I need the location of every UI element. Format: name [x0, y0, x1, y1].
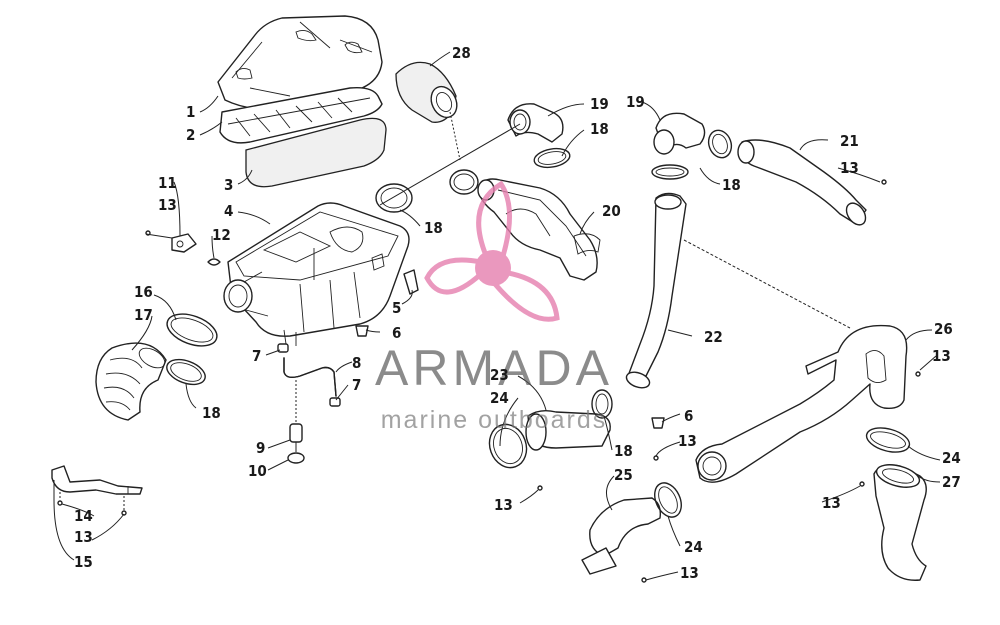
- part-grommet-6a: [355, 325, 369, 337]
- part-tube-22: [625, 192, 687, 389]
- callout-18b: 18: [424, 219, 443, 237]
- part-long-duct: [695, 324, 908, 483]
- part-clamp-18a: [166, 358, 206, 386]
- part-grommet-6b: [651, 417, 665, 429]
- callout-2: 2: [186, 126, 195, 144]
- callout-17: 17: [134, 306, 153, 324]
- callout-19b: 19: [626, 93, 645, 111]
- part-clamp-18f: [651, 164, 689, 180]
- callout-18a: 18: [202, 404, 221, 422]
- callout-18d: 18: [722, 176, 741, 194]
- callout-3: 3: [224, 176, 233, 194]
- part-clamp-18d: [449, 169, 479, 195]
- propeller-icon: [424, 180, 560, 322]
- part-foam-filter: [245, 117, 387, 188]
- propeller-blade: [491, 269, 560, 322]
- callout-1: 1: [186, 103, 195, 121]
- part-clamp-18b: [533, 147, 571, 169]
- callout-20: 20: [602, 202, 621, 220]
- part-fitting-11: [145, 233, 197, 253]
- part-clip-5: [403, 269, 419, 295]
- callout-13d: 13: [494, 496, 513, 514]
- propeller-hub: [475, 250, 511, 286]
- callout-27: 27: [942, 473, 961, 491]
- callout-24b: 24: [684, 538, 703, 556]
- part-clamp-7b: [329, 397, 341, 407]
- part-elbow-19a: [507, 103, 564, 143]
- callout-13a: 13: [158, 196, 177, 214]
- callout-15: 15: [74, 553, 93, 571]
- part-duct-27: [873, 464, 927, 581]
- callout-labels: 1 2 3 4 5 6 6 7 7 8 9 10 11 12 13 13 13 …: [74, 44, 961, 582]
- callout-19a: 19: [590, 95, 609, 113]
- part-filter-frame: [219, 86, 383, 144]
- part-clip-12: [207, 258, 221, 266]
- part-clamp-24c: [865, 427, 911, 453]
- part-intake-boot-17: [95, 342, 167, 421]
- callout-13c: 13: [932, 347, 951, 365]
- callout-13b: 13: [840, 159, 859, 177]
- part-clamp-7a: [277, 343, 289, 353]
- callout-13f: 13: [822, 494, 841, 512]
- part-duct-23: [525, 409, 611, 451]
- part-clamp-16: [166, 313, 218, 347]
- callout-8: 8: [352, 354, 361, 372]
- part-cylinder-filter-28: [395, 61, 458, 123]
- callout-16: 16: [134, 283, 153, 301]
- part-elbow-19b: [653, 112, 706, 155]
- callout-25: 25: [614, 466, 633, 484]
- part-elbow-25: [581, 497, 662, 575]
- callout-10: 10: [248, 462, 267, 480]
- callout-22: 22: [704, 328, 723, 346]
- watermark-logo: ARMADA marine outboards: [375, 180, 613, 434]
- callout-21: 21: [840, 132, 859, 150]
- callout-24c: 24: [942, 449, 961, 467]
- callout-18e: 18: [614, 442, 633, 460]
- part-clamp-18g: [591, 389, 613, 419]
- callout-18c: 18: [590, 120, 609, 138]
- part-drain-cap-10: [287, 452, 305, 464]
- part-drain-hose-8: [283, 357, 337, 397]
- watermark-tagline: marine outboards: [381, 406, 608, 434]
- callout-12: 12: [212, 226, 231, 244]
- callout-4: 4: [224, 202, 233, 220]
- part-drain-9: [289, 423, 303, 443]
- callout-6b: 6: [684, 407, 693, 425]
- callout-13h: 13: [74, 528, 93, 546]
- callout-7b: 7: [352, 376, 361, 394]
- callout-26: 26: [934, 320, 953, 338]
- callout-24a: 24: [490, 389, 509, 407]
- part-hose-21: [737, 139, 867, 226]
- callout-5: 5: [392, 299, 401, 317]
- part-clamp-18e: [707, 129, 733, 159]
- leader-lines: [53, 51, 941, 581]
- callout-28: 28: [452, 44, 471, 62]
- callout-9: 9: [256, 439, 265, 457]
- callout-6a: 6: [392, 324, 401, 342]
- watermark-brand: ARMADA: [375, 340, 613, 396]
- callout-7a: 7: [252, 347, 261, 365]
- callout-11: 11: [158, 174, 177, 192]
- part-clamp-18c: [375, 183, 413, 213]
- part-air-box-housing: [223, 202, 410, 346]
- callout-23: 23: [490, 366, 509, 384]
- part-clamp-24b: [654, 482, 682, 518]
- propeller-blade: [476, 180, 513, 261]
- callout-14: 14: [74, 507, 93, 525]
- callout-13g: 13: [680, 564, 699, 582]
- propeller-blade: [424, 257, 484, 295]
- callout-13e: 13: [678, 432, 697, 450]
- part-bracket-14: [51, 465, 143, 495]
